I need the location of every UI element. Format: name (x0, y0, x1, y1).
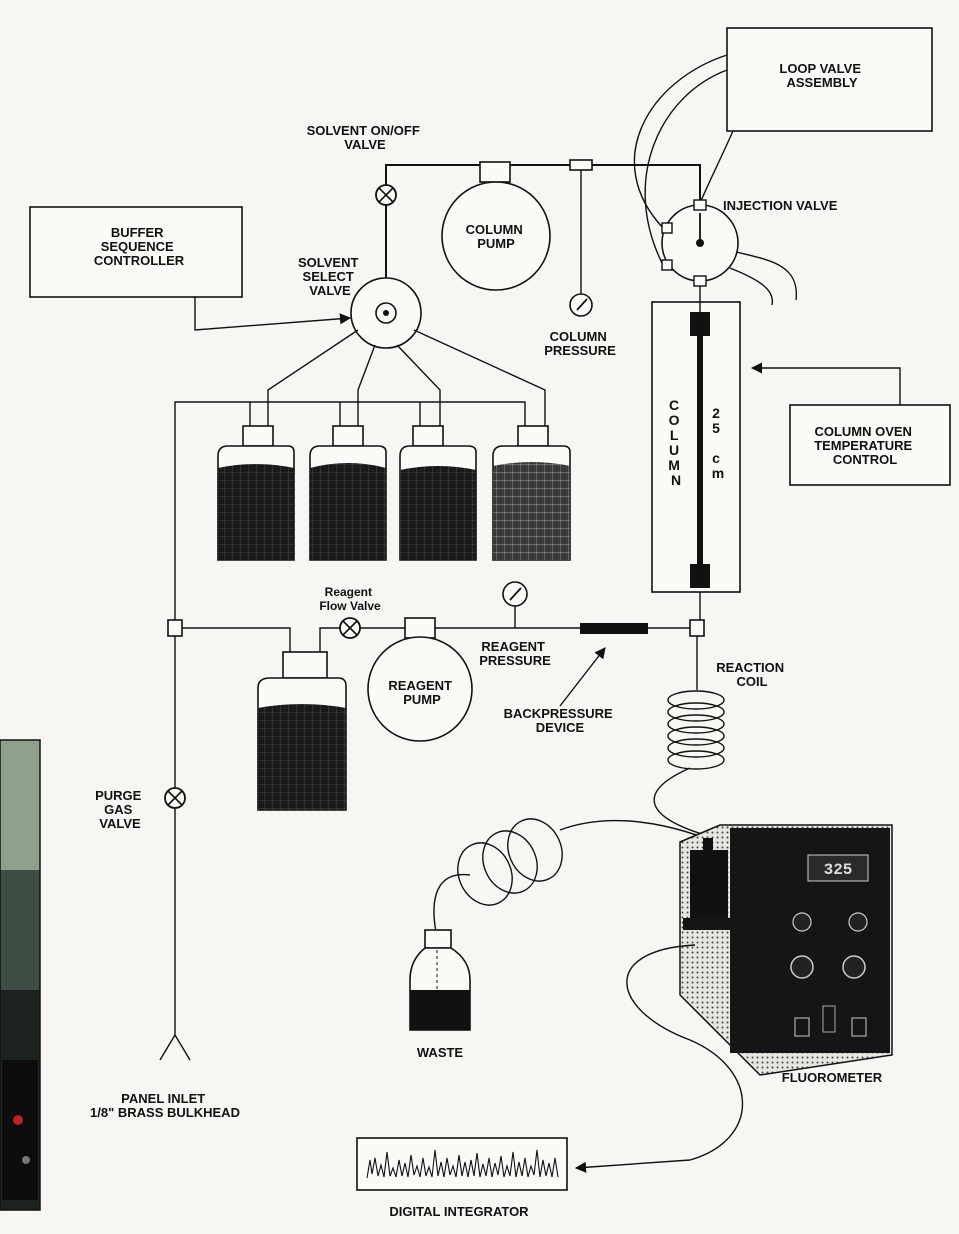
reagent-pressure-label: REAGENT PRESSURE (479, 639, 551, 668)
injection-valve: INJECTION VALVE (662, 198, 838, 305)
backpressure-label: BACKPRESSURE DEVICE (504, 706, 617, 735)
panel-inlet-label: PANEL INLET 1/8" BRASS BULKHEAD (90, 1091, 240, 1120)
reagent-pump: REAGENT PUMP (368, 618, 472, 741)
solvent-onoff-label: SOLVENT ON/OFF VALVE (307, 123, 424, 152)
column-oven: C O L U M N 2 5 c m (652, 286, 740, 592)
purge-gas-line: PURGE GAS VALVE PANEL INLET 1/8" BRASS B… (90, 636, 240, 1120)
waste-label: WASTE (417, 1045, 464, 1060)
photo-inset (0, 740, 40, 1210)
waste-coil (434, 810, 705, 932)
purge-gas-valve-label: PURGE GAS VALVE (95, 788, 145, 831)
solvent-bottle-1 (218, 426, 294, 560)
fluorometer-label: FLUOROMETER (782, 1070, 883, 1085)
solvent-select-valve: SOLVENT SELECT VALVE (298, 255, 421, 348)
solvent-bottle-3 (400, 426, 476, 560)
column-pump: COLUMN PUMP (442, 162, 550, 290)
digital-integrator: DIGITAL INTEGRATOR (357, 1138, 567, 1219)
loop-valve-label: LOOP VALVE ASSEMBLY (779, 61, 864, 90)
solvent-bottle-2 (310, 426, 386, 560)
solvent-onoff-valve (376, 185, 396, 205)
injection-valve-label: INJECTION VALVE (723, 198, 838, 213)
reaction-coil-label: REACTION COIL (716, 660, 788, 689)
reaction-coil: REACTION COIL (654, 636, 788, 845)
column-pressure-label: COLUMN PRESSURE (544, 329, 616, 358)
waste-bottle: WASTE (410, 930, 470, 1060)
solvent-bottle-4 (493, 426, 570, 560)
reagent-bottle (258, 652, 346, 810)
solvent-select-label: SOLVENT SELECT VALVE (298, 255, 362, 298)
fluorometer: 325 FLUOROMETER (680, 825, 892, 1085)
column-oven-temperature-control: COLUMN OVEN TEMPERATURE CONTROL (752, 368, 950, 485)
reagent-flow-valve: Reagent Flow Valve (319, 585, 381, 638)
reagent-flow-valve-label: Reagent Flow Valve (319, 585, 381, 613)
reagent-pressure-gauge: REAGENT PRESSURE (479, 582, 551, 668)
fluorometer-display: 325 (824, 861, 853, 879)
column-pressure-gauge: COLUMN PRESSURE (544, 160, 616, 358)
digital-integrator-label: DIGITAL INTEGRATOR (389, 1204, 529, 1219)
loop-valve-assembly-box: LOOP VALVE ASSEMBLY (727, 28, 932, 131)
